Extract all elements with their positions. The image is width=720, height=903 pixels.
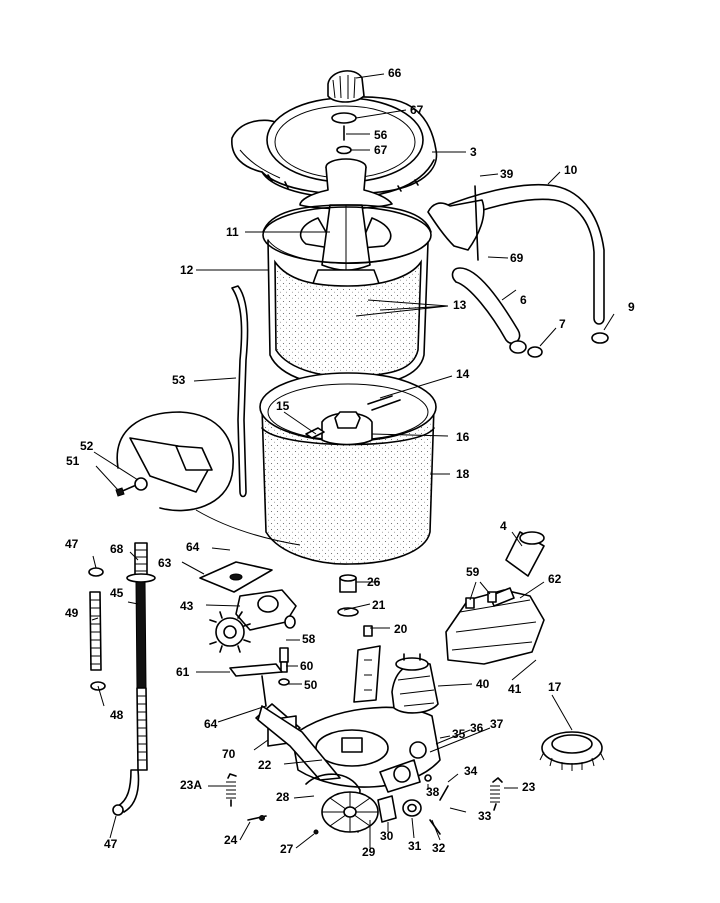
label-part-12: 12 — [180, 263, 194, 277]
label-part-9: 9 — [628, 300, 635, 314]
label-part-29: 29 — [362, 845, 376, 859]
label-part-59: 59 — [466, 565, 480, 579]
label-part-6: 6 — [520, 293, 527, 307]
label-part-15: 15 — [276, 399, 290, 413]
label-part-10: 10 — [564, 163, 578, 177]
label-part-32: 32 — [432, 841, 446, 855]
label-part-36: 36 — [470, 721, 484, 735]
drain-hose — [88, 542, 156, 816]
label-part-63: 63 — [158, 556, 172, 570]
agitator-cap — [327, 70, 365, 155]
label-part-50: 50 — [304, 678, 318, 692]
label-part-52: 52 — [80, 439, 94, 453]
label-part-40: 40 — [476, 677, 490, 691]
label-part-13: 13 — [453, 298, 467, 312]
label-part-7: 7 — [559, 317, 566, 331]
label-part-37: 37 — [490, 717, 504, 731]
label-part-33: 33 — [478, 809, 492, 823]
label-part-16: 16 — [456, 430, 470, 444]
label-part-26: 26 — [367, 575, 381, 589]
outer-tub — [259, 372, 437, 565]
label-part-22: 22 — [258, 758, 272, 772]
label-part-66: 66 — [388, 66, 402, 80]
label-part-4: 4 — [500, 519, 507, 533]
fill-hoses — [427, 183, 609, 358]
label-part-51: 51 — [66, 454, 80, 468]
label-part-18: 18 — [456, 467, 470, 481]
label-part-27: 27 — [280, 842, 294, 856]
label-part-56: 56 — [374, 128, 388, 142]
label-part-41: 41 — [508, 682, 522, 696]
label-part-48: 48 — [110, 708, 124, 722]
label-part-70: 70 — [222, 747, 236, 761]
label-part-68: 68 — [110, 542, 124, 556]
label-part-69: 69 — [510, 251, 524, 265]
label-part-35: 35 — [452, 727, 466, 741]
label-part-47: 47 — [104, 837, 118, 851]
label-part-34: 34 — [464, 764, 478, 778]
label-part-43: 43 — [180, 599, 194, 613]
bearing-ring — [539, 731, 605, 771]
springs-hardware — [226, 773, 503, 835]
label-part-23: 23 — [522, 780, 536, 794]
label-part-17: 17 — [548, 680, 562, 694]
motor-cover — [445, 531, 545, 665]
label-part-38: 38 — [426, 785, 440, 799]
label-part-3: 3 — [470, 145, 477, 159]
label-part-62: 62 — [548, 572, 562, 586]
label-part-39: 39 — [500, 167, 514, 181]
pressure-tube — [231, 285, 249, 498]
base-frame — [255, 645, 441, 793]
label-part-60: 60 — [300, 659, 314, 673]
leader-lines — [91, 73, 615, 849]
label-part-53: 53 — [172, 373, 186, 387]
label-part-67: 67 — [374, 143, 388, 157]
label-part-24: 24 — [224, 833, 238, 847]
label-part-14: 14 — [456, 367, 470, 381]
label-part-30: 30 — [380, 829, 394, 843]
label-part-61: 61 — [176, 665, 190, 679]
label-part-49: 49 — [65, 606, 79, 620]
label-part-23A: 23A — [180, 778, 203, 792]
label-part-58: 58 — [302, 632, 316, 646]
label-part-11: 11 — [226, 225, 239, 239]
inset-detail — [115, 411, 301, 546]
label-part-64: 64 — [204, 717, 218, 731]
label-part-21: 21 — [372, 598, 386, 612]
label-part-64: 64 — [186, 540, 200, 554]
label-part-31: 31 — [408, 839, 422, 853]
label-part-67: 67 — [410, 103, 424, 117]
label-part-45: 45 — [110, 586, 124, 600]
drive-pulley — [305, 773, 397, 833]
label-part-20: 20 — [394, 622, 408, 636]
label-part-47: 47 — [65, 537, 79, 551]
label-part-28: 28 — [276, 790, 290, 804]
pump-assembly — [199, 561, 373, 707]
